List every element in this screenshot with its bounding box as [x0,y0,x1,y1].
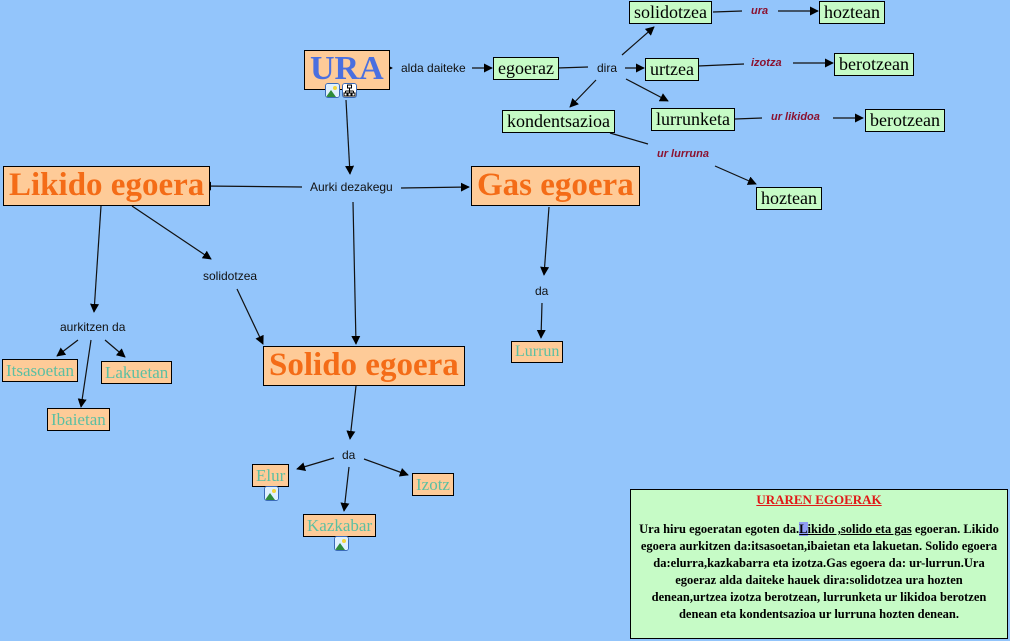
edge [536,302,546,339]
link-da[interactable]: da [535,284,549,298]
image-icon[interactable] [334,536,349,551]
link-solidotzea[interactable]: solidotzea [203,269,258,283]
textbox-text: egoeran. Likido egoera aurkitzen da:itsa… [640,522,999,621]
edge [621,26,655,56]
text-cursor: L [799,522,808,536]
textbox-body: Ura hiru egoeratan egoten da.Likido ,sol… [637,521,1001,623]
image-icon[interactable] [264,486,279,501]
edge [346,385,357,440]
concept-solidotzea[interactable]: solidotzea [629,1,712,24]
edge [400,182,470,192]
edge [202,181,303,191]
edge [625,78,669,102]
edge [569,79,597,108]
concept-gas-egoera[interactable]: Gas egoera [471,166,640,206]
link-izotza[interactable]: izotza [751,57,782,69]
link-aurki-dezakegu[interactable]: Aurki dezakegu [310,180,393,194]
edge [714,165,757,185]
edge [556,66,589,69]
edge [296,457,335,472]
link-aurkitzen-da[interactable]: aurkitzen da [60,320,126,334]
concept-berotzean[interactable]: berotzean [834,53,914,76]
concept-izotz[interactable]: Izotz [412,473,454,496]
edge [340,466,350,512]
link-alda-daiteke[interactable]: alda daiteke [401,61,466,75]
textbox-title: URAREN EGOERAK [756,492,882,507]
edge [77,339,92,408]
concept-elur[interactable]: Elur [252,464,290,487]
link-dira[interactable]: dira [597,61,618,75]
edge [345,99,355,175]
concept-urtzea[interactable]: urtzea [645,58,699,81]
concept-lurrun[interactable]: Lurrun [511,341,564,363]
concept-ibaietan[interactable]: Ibaietan [47,408,110,431]
image-icon[interactable] [325,83,340,98]
edge [131,205,212,260]
edge [609,132,649,145]
textbox-text: Ura hiru egoeratan egoten da. [639,522,800,536]
concept-hoztean[interactable]: hoztean [756,187,822,210]
edge [104,339,126,358]
annotation-textbox[interactable]: URAREN EGOERAK Ura hiru egoeratan egoten… [630,489,1008,639]
concept-kazkabar[interactable]: Kazkabar [303,514,377,537]
link-da[interactable]: da [342,448,356,462]
concept-hoztean[interactable]: hoztean [819,1,885,24]
concept-egoeraz[interactable]: egoeraz [493,57,559,80]
concept-likido-egoera[interactable]: Likido egoera [3,166,211,206]
edge [734,117,763,120]
link-ura[interactable]: ura [751,5,769,17]
edge [56,339,79,357]
concept-berotzean[interactable]: berotzean [865,109,945,132]
link-ur-likidoa[interactable]: ur likidoa [771,111,820,123]
textbox-link-text[interactable]: ikido ,solido eta gas [807,522,912,536]
edge [236,288,264,345]
edge [712,10,743,13]
concept-kondentsazioa[interactable]: kondentsazioa [502,110,615,133]
concept-lurrunketa[interactable]: lurrunketa [651,108,735,131]
concept-solido-egoera[interactable]: Solido egoera [263,346,465,386]
concept-lakuetan[interactable]: Lakuetan [101,361,173,384]
edge [351,201,361,345]
link-ur-lurruna[interactable]: ur lurruna [657,148,709,160]
concept-itsasoetan[interactable]: Itsasoetan [2,359,78,382]
edge [697,63,745,67]
concept-map-icon[interactable] [342,83,357,98]
textbox-hyperlink[interactable]: Likido ,solido eta gas [799,522,912,536]
edge [363,458,409,477]
edge [90,205,102,313]
edge [540,206,550,276]
